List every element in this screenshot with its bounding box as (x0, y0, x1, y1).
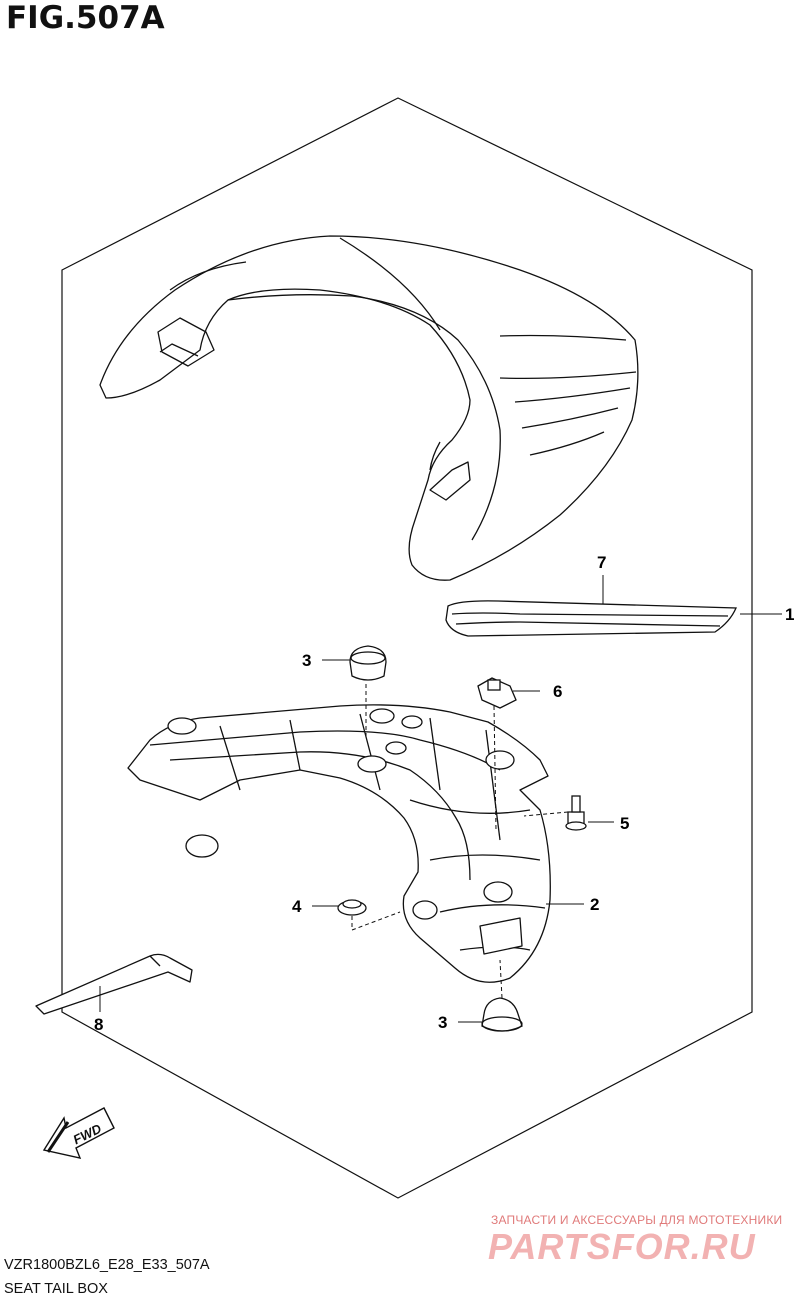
leader-lines (99, 575, 782, 1023)
fwd-arrow-icon: FWD (42, 1107, 115, 1159)
callout-3-lower: 3 (438, 1013, 447, 1032)
callout-5: 5 (620, 814, 629, 833)
model-code: VZR1800BZL6_E28_E33_507A (4, 1257, 210, 1273)
watermark-caption: ЗАПЧАСТИ И АКСЕССУАРЫ ДЛЯ МОТОТЕХНИКИ (491, 1213, 783, 1227)
cushion-upper[interactable] (349, 645, 387, 681)
cushion-lower[interactable] (481, 997, 523, 1032)
figure-title: FIG.507A (6, 0, 165, 36)
tail-box-frame[interactable] (127, 704, 551, 983)
callout-3-upper: 3 (302, 651, 311, 670)
callout-7: 7 (597, 553, 606, 572)
callout-2: 2 (590, 895, 599, 914)
section-name: SEAT TAIL BOX (4, 1281, 108, 1297)
callout-8: 8 (94, 1015, 103, 1034)
callout-1: 1 (785, 605, 794, 624)
callout-6: 6 (553, 682, 562, 701)
seat-tail-cover[interactable] (99, 235, 639, 581)
bolt[interactable] (565, 795, 587, 831)
watermark-logo: PARTSFOR.RU (488, 1226, 756, 1267)
hexagon-frame (61, 97, 753, 1199)
trim-strip[interactable] (445, 600, 737, 637)
callout-4: 4 (292, 897, 302, 916)
rubber-grommet[interactable] (337, 899, 367, 916)
clip-nut[interactable] (477, 677, 517, 709)
hex-wrench[interactable] (35, 953, 193, 1015)
